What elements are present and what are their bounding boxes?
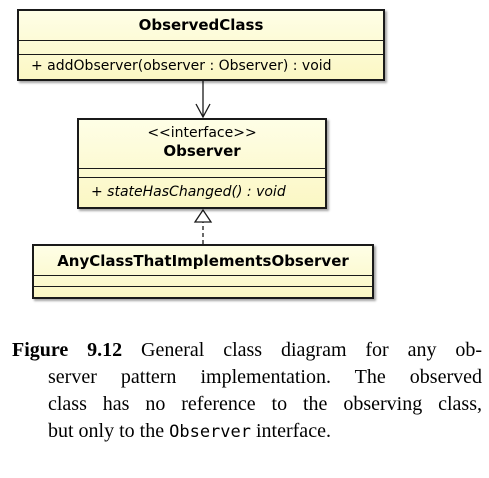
observer-stereotype: <<interface>> — [147, 125, 257, 141]
caption-code-observer: Observer — [169, 422, 251, 442]
implementing-class-attributes — [34, 276, 372, 287]
observed-class-box: ObservedClass + addObserver(observer : O… — [17, 9, 385, 81]
observed-class-name: ObservedClass — [19, 11, 383, 41]
observer-interface-box: <<interface>> Observer + stateHasChanged… — [77, 118, 327, 209]
caption-line-4-pre: but only to the — [48, 420, 170, 442]
caption-line-3: class has no reference to the observing … — [48, 393, 482, 415]
observer-interface-operation: + stateHasChanged() : void — [91, 184, 286, 200]
figure-caption: Figure 9.12 General class diagram for an… — [12, 337, 482, 446]
caption-line-4-post: interface. — [251, 420, 331, 442]
implementing-class-box: AnyClassThatImplementsObserver — [32, 244, 374, 299]
caption-line-1-text: General class diagram for any ob- — [122, 339, 482, 361]
observer-interface-name: Observer — [163, 142, 241, 160]
association-arrowhead — [195, 103, 211, 119]
implementing-class-name: AnyClassThatImplementsObserver — [34, 246, 372, 276]
observed-class-operation: + addObserver(observer : Observer) : voi… — [31, 58, 332, 74]
realization-arrowhead — [193, 208, 213, 223]
caption-line-4: but only to the Observer interface. — [12, 418, 482, 446]
caption-line-2: server pattern implementation. The obser… — [48, 366, 482, 388]
observer-interface-header: <<interface>> Observer — [79, 120, 325, 169]
figure-label: Figure 9.12 — [12, 339, 123, 361]
observer-interface-attributes — [79, 169, 325, 178]
observed-class-attributes — [19, 41, 383, 55]
caption-line-1: Figure 9.12 General class diagram for an… — [12, 337, 482, 364]
